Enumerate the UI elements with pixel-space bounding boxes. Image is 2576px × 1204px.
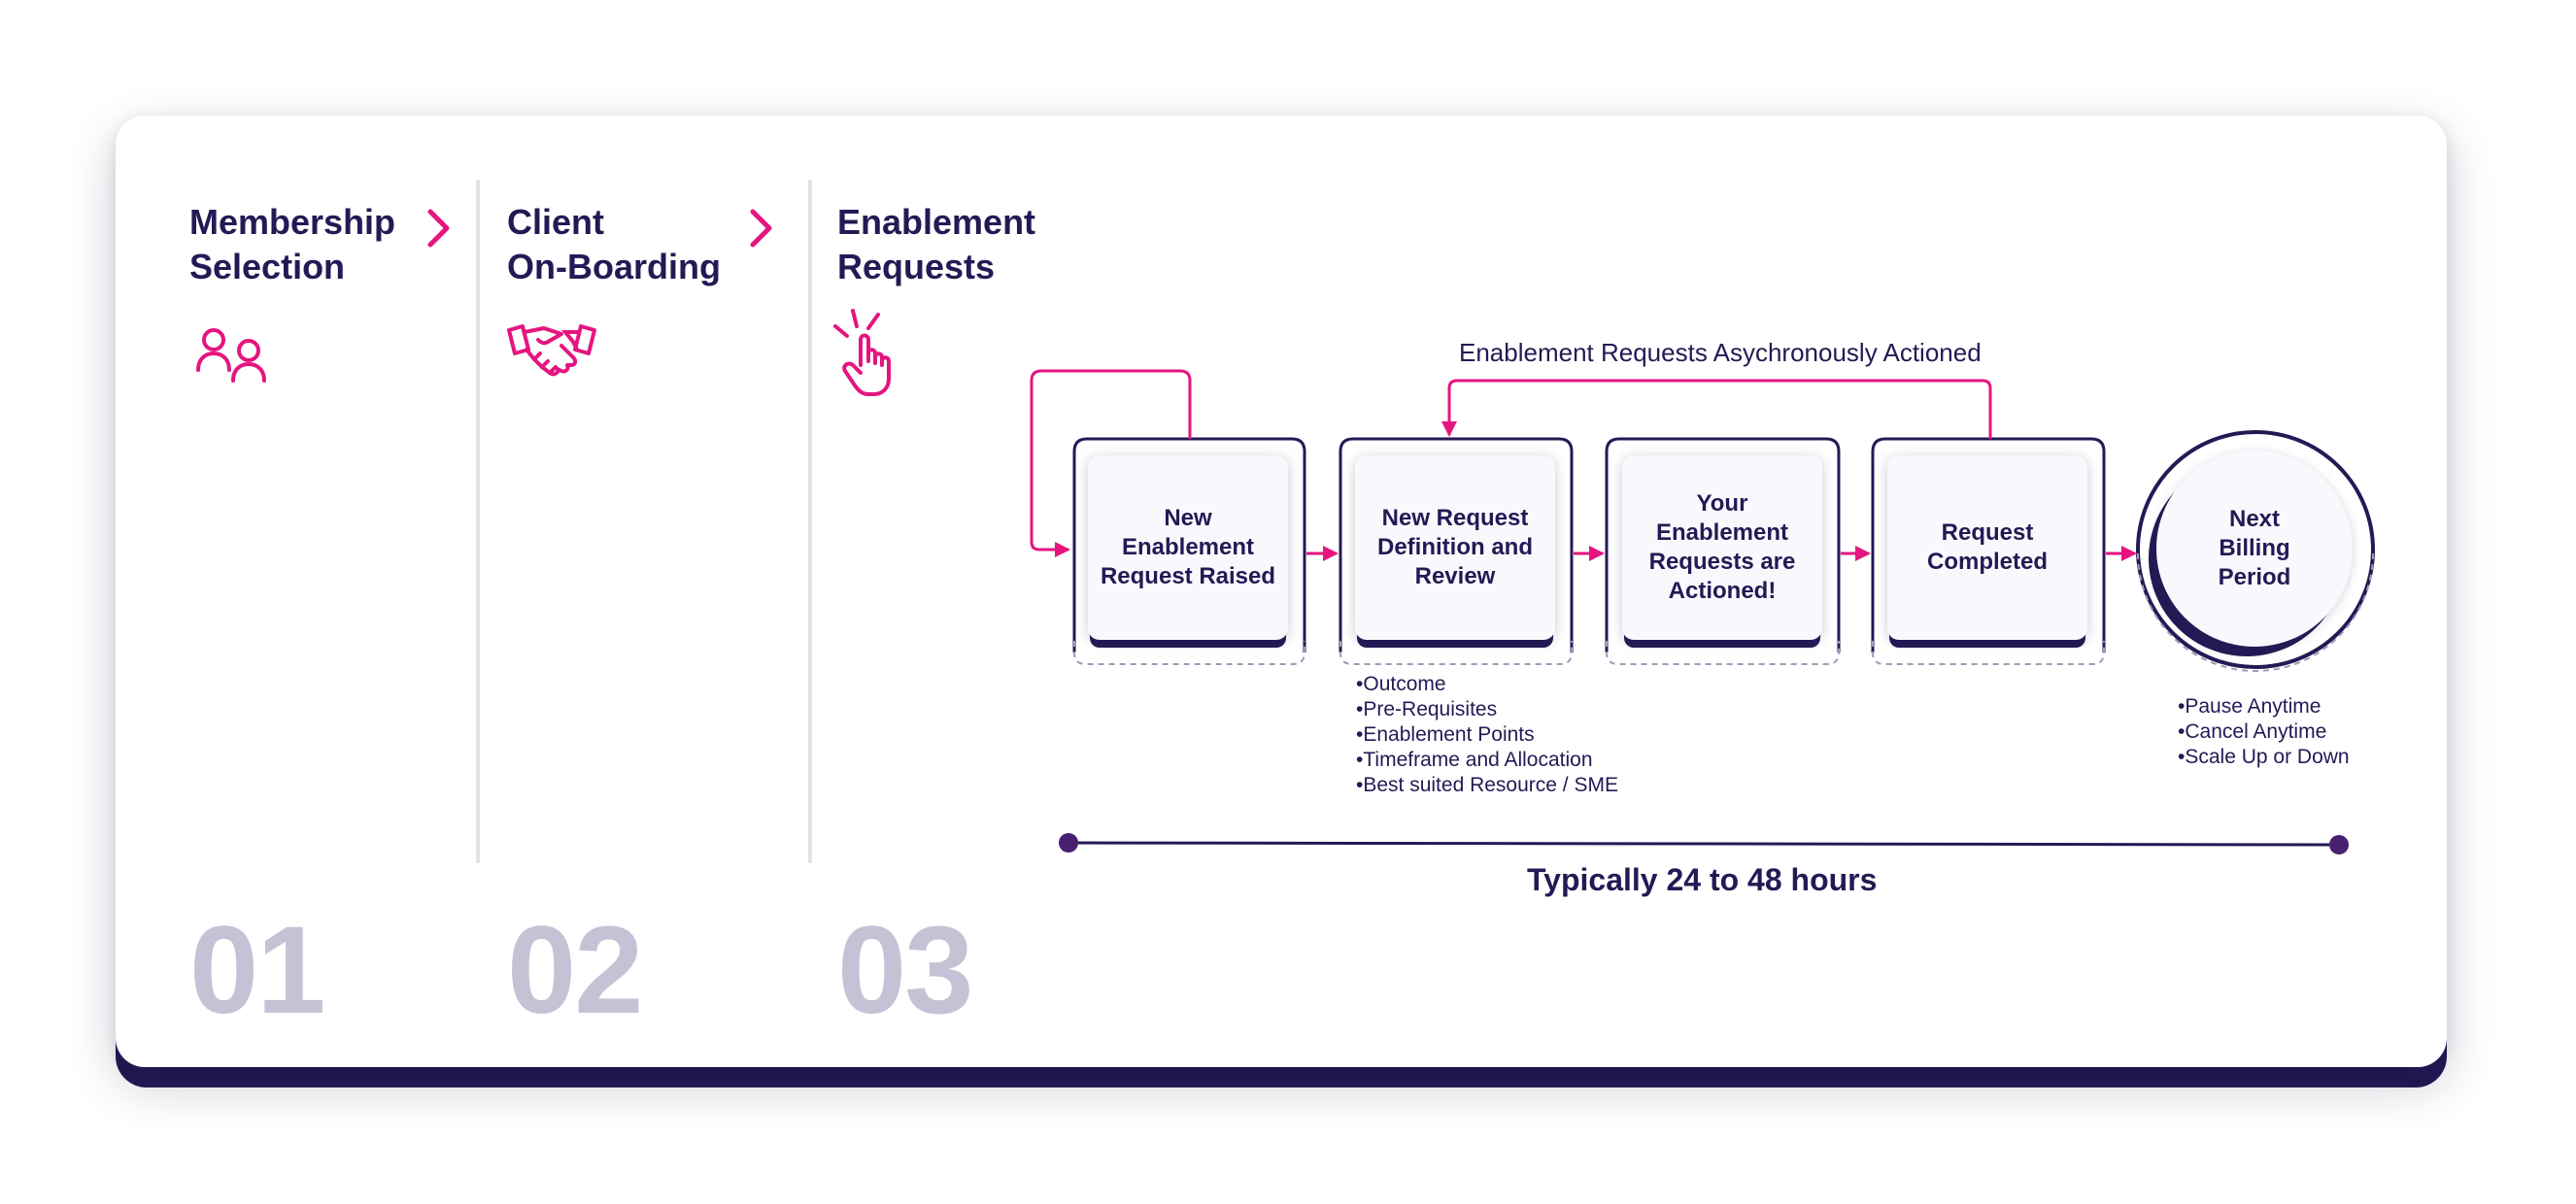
flow-box-definition-review: New Request Definition and Review	[1355, 455, 1555, 640]
step-2-title: Client On-Boarding	[507, 202, 721, 286]
timeline-start-dot	[1059, 833, 1078, 853]
list-item: Outcome	[1356, 672, 1618, 697]
flow-box-label: New Request Definition and Review	[1377, 505, 1533, 589]
flow-box-label: Request Completed	[1926, 519, 2048, 575]
step-divider	[476, 180, 480, 863]
people-icon	[196, 328, 266, 383]
step-divider	[808, 180, 812, 863]
list-item: Pre-Requisites	[1356, 697, 1618, 722]
box-dashed-frames	[1073, 641, 2105, 665]
billing-bullet-list: Pause Anytime Cancel Anytime Scale Up or…	[2178, 694, 2350, 770]
loop-label: Enablement Requests Asychronously Action…	[1459, 338, 1982, 367]
tap-hand-icon	[833, 309, 891, 396]
step-3-number: 03	[837, 901, 973, 1040]
flow-box-request-raised: New Enablement Request Raised	[1088, 455, 1288, 640]
timeline-bar	[1068, 841, 2340, 847]
billing-circle: Next Billing Period	[2156, 451, 2353, 647]
async-loop-arrow	[1441, 379, 1992, 439]
flow-box-actioned: Your Enablement Requests are Actioned!	[1622, 455, 1822, 640]
list-item: Pause Anytime	[2178, 694, 2350, 719]
review-bullet-list: Outcome Pre-Requisites Enablement Points…	[1356, 672, 1618, 798]
flow-box-label: Your Enablement Requests are Actioned!	[1648, 490, 1796, 604]
step-3-title: Enablement Requests	[837, 202, 1036, 286]
list-item: Best suited Resource / SME	[1356, 773, 1618, 798]
list-item: Cancel Anytime	[2178, 719, 2350, 745]
step-1-number: 01	[189, 901, 325, 1040]
chevron-right-icon	[427, 209, 450, 248]
list-item: Timeframe and Allocation	[1356, 748, 1618, 773]
flow-box-completed: Request Completed	[1887, 455, 2087, 640]
flow-box-label: New Enablement Request Raised	[1100, 505, 1276, 589]
step-1-title: Membership Selection	[189, 202, 396, 286]
timeline-label: Typically 24 to 48 hours	[1527, 862, 1878, 897]
billing-circle-label: Next Billing Period	[2218, 506, 2291, 590]
list-item: Scale Up or Down	[2178, 745, 2349, 770]
list-item: Enablement Points	[1356, 722, 1618, 748]
timeline-end-dot	[2329, 835, 2349, 854]
step-2-number: 02	[507, 901, 643, 1040]
chevron-right-icon	[750, 209, 772, 248]
self-loop-arrow	[1030, 369, 1192, 557]
handshake-icon	[507, 324, 596, 377]
billing-circle-dashed	[2137, 552, 2374, 672]
billing-circle-frame	[2136, 430, 2375, 669]
